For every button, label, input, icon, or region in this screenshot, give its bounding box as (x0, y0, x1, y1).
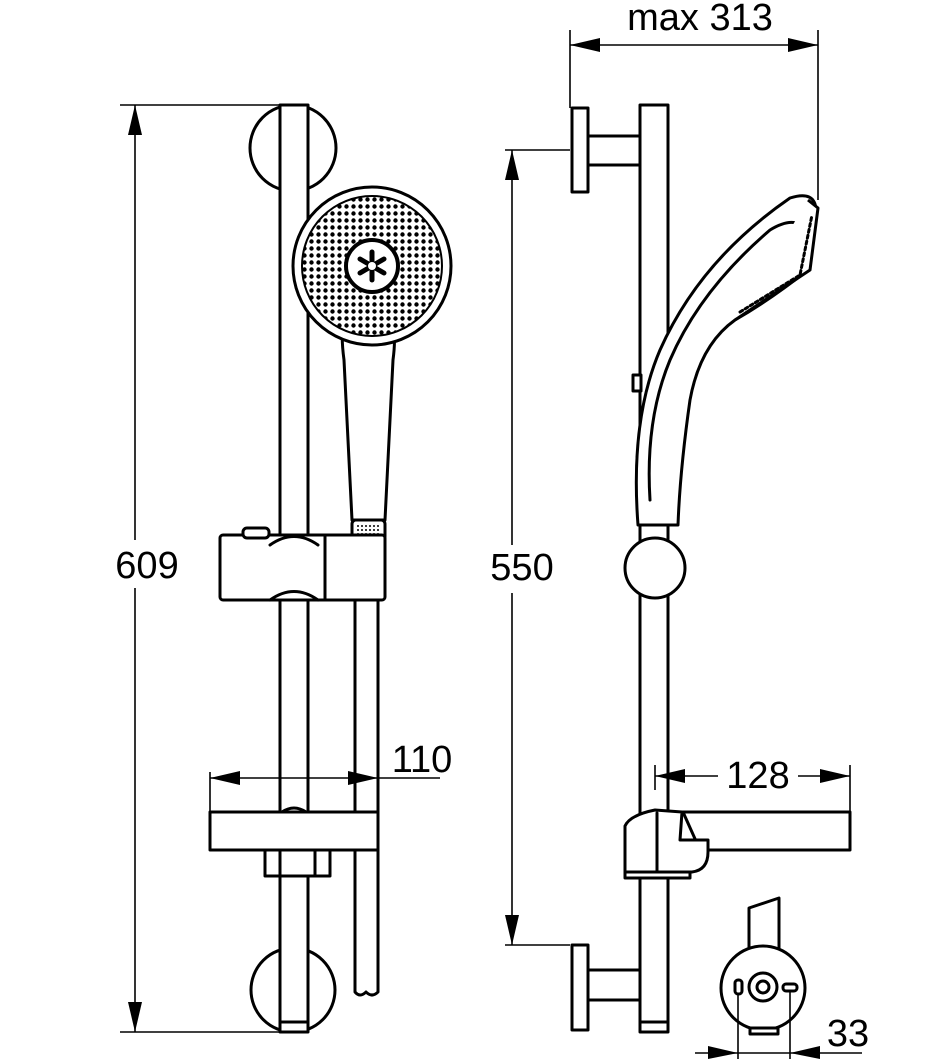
slider-holder (218, 526, 387, 602)
dimension-label-128: 128 (726, 755, 789, 797)
dimension-label-33: 33 (827, 1013, 869, 1055)
dimension-609: 609 (100, 104, 280, 1033)
dimension-max-313: max 313 (569, 0, 819, 200)
dimension-110: 110 (209, 739, 453, 812)
top-wall-flange (570, 106, 650, 194)
dimension-label-550: 550 (490, 547, 553, 589)
hose-outlet-detail (719, 896, 807, 1036)
dimension-128: 128 (654, 752, 851, 812)
dimension-label-max-313: max 313 (627, 0, 773, 39)
dimension-33: 33 (695, 991, 869, 1059)
dimension-550: 550 (480, 149, 570, 946)
dimension-label-110: 110 (392, 739, 453, 781)
dimension-label-609: 609 (115, 545, 178, 587)
front-view: 609 (100, 103, 453, 1034)
hand-shower-side (623, 194, 820, 600)
soap-dish-front (208, 806, 380, 878)
soap-dish-side (623, 808, 852, 880)
side-view: max 313 550 (480, 0, 869, 1059)
shower-hose (353, 598, 380, 997)
bottom-wall-flange (570, 943, 650, 1032)
hand-shower (291, 185, 453, 542)
